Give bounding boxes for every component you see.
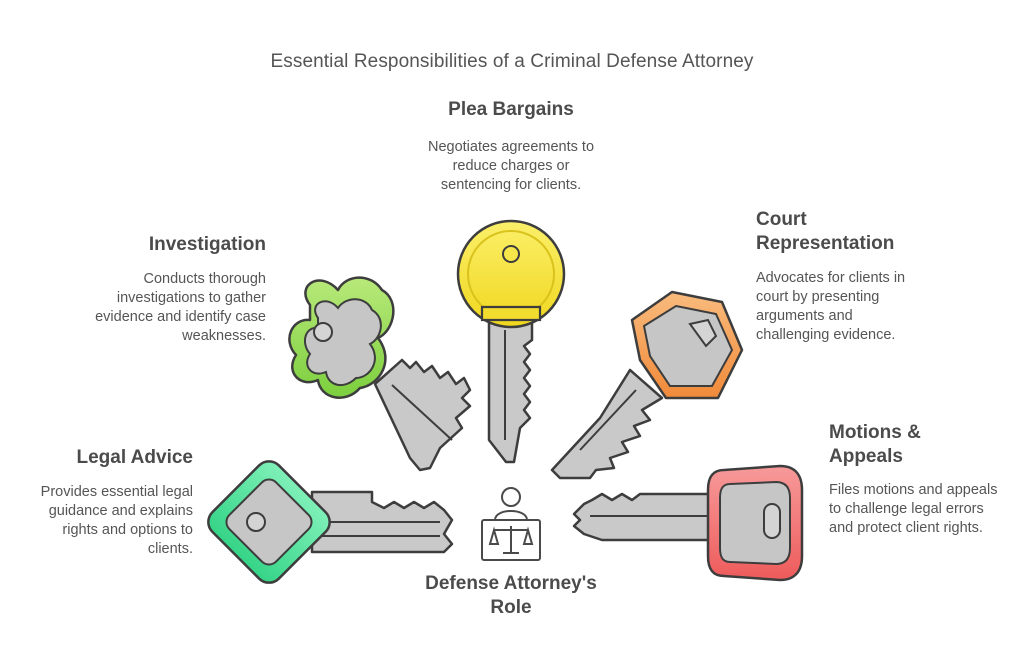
legal-advice-key <box>207 460 454 584</box>
plea-bargains-heading: Plea Bargains <box>448 99 574 120</box>
investigation-heading: Investigation <box>148 234 266 255</box>
motions-appeals-description: Files motions and appeals to challenge l… <box>829 482 998 536</box>
court-representation-description: Advocates for clients in court by presen… <box>756 270 906 343</box>
diagram-title: Essential Responsibilities of a Criminal… <box>270 51 754 72</box>
legal-advice-description: Provides essential legal guidance and ex… <box>40 484 193 557</box>
investigation-description: Conducts thorough investigations to gath… <box>95 271 266 344</box>
center-label: Defense Attorney's Role <box>425 573 597 618</box>
investigation-key <box>288 276 472 472</box>
court-representation-heading: Court Representation <box>756 209 895 254</box>
court-representation-key <box>550 290 744 480</box>
motions-appeals-key <box>572 464 804 582</box>
motions-appeals-heading: Motions & Appeals <box>829 422 921 467</box>
attorney-scales-icon <box>481 487 541 561</box>
plea-bargains-description: Negotiates agreements to reduce charges … <box>427 139 595 193</box>
plea-bargains-key <box>456 219 566 464</box>
legal-advice-heading: Legal Advice <box>76 447 193 468</box>
